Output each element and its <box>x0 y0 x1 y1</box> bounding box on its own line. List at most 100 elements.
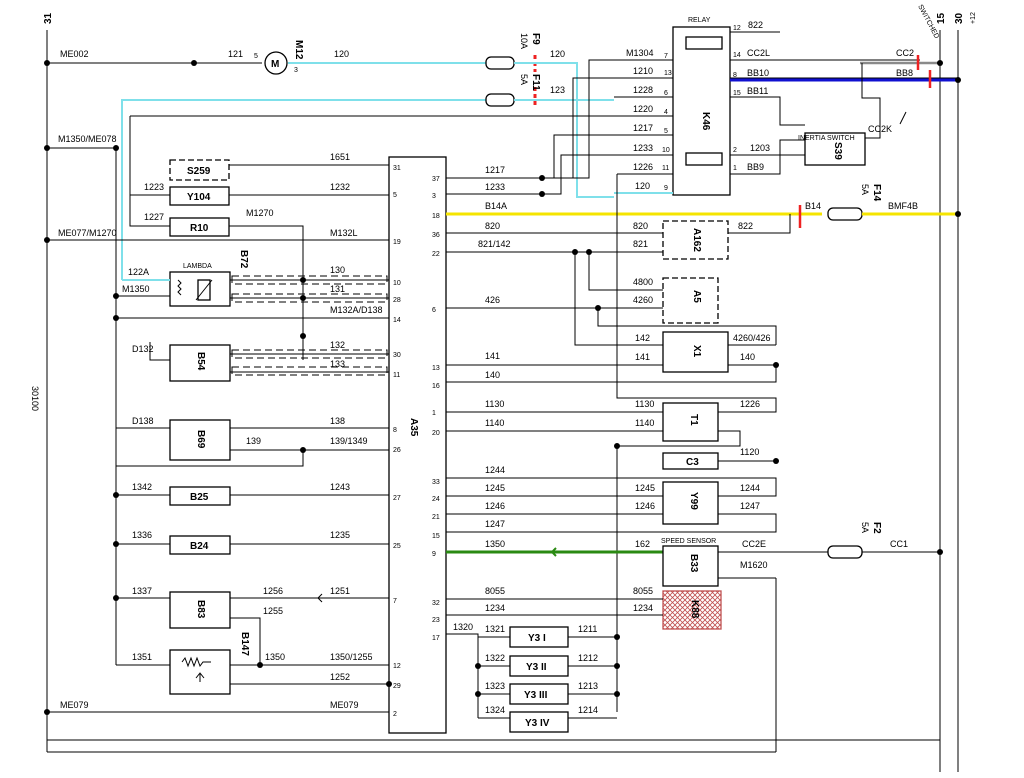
wire-label: 820 <box>633 221 648 231</box>
wire-label: 1246 <box>485 501 505 511</box>
a35-label: A35 <box>408 418 419 437</box>
wire-label: 1217 <box>633 123 653 133</box>
pin-label: 18 <box>432 213 440 220</box>
k88-box <box>662 590 722 630</box>
wire-label: 1324 <box>485 705 505 715</box>
pin-label: 3 <box>432 193 436 200</box>
wire-label: M1350 <box>122 284 150 294</box>
y104-label: Y104 <box>187 192 211 203</box>
pin-label: 6 <box>664 90 668 97</box>
wire-label: 1246 <box>635 501 655 511</box>
b54-box <box>169 344 231 382</box>
wire-label: 1226 <box>633 162 653 172</box>
fuse-f14 <box>827 207 863 221</box>
wire-label: 140 <box>740 352 755 362</box>
wire-label: 1255 <box>263 606 283 616</box>
pin-label: 12 <box>393 663 401 670</box>
injector-y3-2: Y3 II 1322 1212 <box>478 653 617 677</box>
t1-label: T1 <box>688 414 699 426</box>
pin-label: 8 <box>733 72 737 79</box>
wire-label: 1244 <box>485 465 505 475</box>
wire-label: M132L <box>330 228 358 238</box>
pin-label: 14 <box>393 317 401 324</box>
wire-label: 1247 <box>740 501 760 511</box>
pin-label: 2 <box>393 711 397 718</box>
wire-label: BB8 <box>896 68 913 78</box>
b33-label: B33 <box>688 554 699 573</box>
injector-y3-3: Y3 III 1323 1213 <box>478 681 617 705</box>
wire-label: M1620 <box>740 560 768 570</box>
m12-label: M12 <box>293 40 304 60</box>
wire-label: 1130 <box>485 399 504 409</box>
s39-label: S39 <box>832 142 843 160</box>
wire-label: ME079 <box>330 700 359 710</box>
wire-label: 1244 <box>740 483 760 493</box>
wire-label: 8055 <box>485 586 505 596</box>
wire-label: 1226 <box>740 399 760 409</box>
wire-label: 1321 <box>485 624 505 634</box>
pin-label: 15 <box>432 533 440 540</box>
wire-label: 1140 <box>485 418 504 428</box>
wire-label: 1130 <box>635 399 654 409</box>
y99-label: Y99 <box>688 492 699 510</box>
b24-label: B24 <box>190 541 209 552</box>
b83-label: B83 <box>195 600 206 619</box>
wire-label: BB10 <box>747 68 769 78</box>
wire-label: 1234 <box>485 603 505 613</box>
wire-label: 1351 <box>132 652 152 662</box>
wire-label: 4800 <box>633 277 653 287</box>
pin-label: 32 <box>432 600 440 607</box>
wire-label: CC2E <box>742 539 766 549</box>
pin-label: 8 <box>393 427 397 434</box>
wire-label: 1217 <box>485 165 505 175</box>
wire-label: ME002 <box>60 49 89 59</box>
relay-title: RELAY <box>688 17 711 24</box>
b83-box <box>169 591 231 629</box>
rail-30-label: 30 <box>954 12 965 24</box>
wire-label: 139/1349 <box>330 436 368 446</box>
pin-label: 9 <box>432 551 436 558</box>
fuse-f9 <box>485 56 515 70</box>
pin-label: 29 <box>393 683 401 690</box>
pin-label: 1 <box>432 410 436 417</box>
wire-label: 1256 <box>263 586 283 596</box>
r10-box <box>169 217 230 237</box>
f9-label: F9 <box>530 33 541 45</box>
wire-label: 141 <box>485 351 500 361</box>
wire-label: 120 <box>635 181 650 191</box>
f11-rating: 5A <box>519 74 529 85</box>
wire-label: B14A <box>485 201 507 211</box>
wire-label: 1651 <box>330 152 350 162</box>
rail-left-vertical-label: 30100 <box>30 386 40 411</box>
pin-label: 3 <box>294 67 298 74</box>
wire-label: 1210 <box>633 66 653 76</box>
wire-label: 1245 <box>485 483 505 493</box>
inertia-switch-s39 <box>804 132 866 166</box>
wire-label: 822 <box>738 221 753 231</box>
wire-label: 1140 <box>635 418 654 428</box>
wire-label: CC2K <box>868 124 892 134</box>
wire-label: 1252 <box>330 672 350 682</box>
injector-y3-1: Y3 I 1321 1211 <box>478 624 617 648</box>
motor-icon <box>264 51 288 75</box>
rails: 31 15 SWITCHED 30 +12 30100 <box>30 4 977 772</box>
wire-label: BMF4B <box>888 201 918 211</box>
a5-label: A5 <box>691 290 702 303</box>
pin-label: 24 <box>432 496 440 503</box>
y3-iii-label: Y3 III <box>524 690 548 701</box>
wire-label: 821/142 <box>478 239 511 249</box>
wire-label: BB11 <box>747 86 768 96</box>
a162-box <box>662 220 729 260</box>
wire-label: 1223 <box>144 182 164 192</box>
wire-label: M1270 <box>246 208 274 218</box>
a162-label: A162 <box>691 228 702 252</box>
wire-label: 121 <box>228 49 243 59</box>
pin-label: 37 <box>432 176 440 183</box>
pin-label: 25 <box>393 543 401 550</box>
wire-label: 820 <box>485 221 500 231</box>
wire-label: 1350 <box>485 539 505 549</box>
wire-label: CC1 <box>890 539 908 549</box>
wire-label: 141 <box>635 352 650 362</box>
wire-label: ME079 <box>60 700 89 710</box>
wire-label: 426 <box>485 295 500 305</box>
